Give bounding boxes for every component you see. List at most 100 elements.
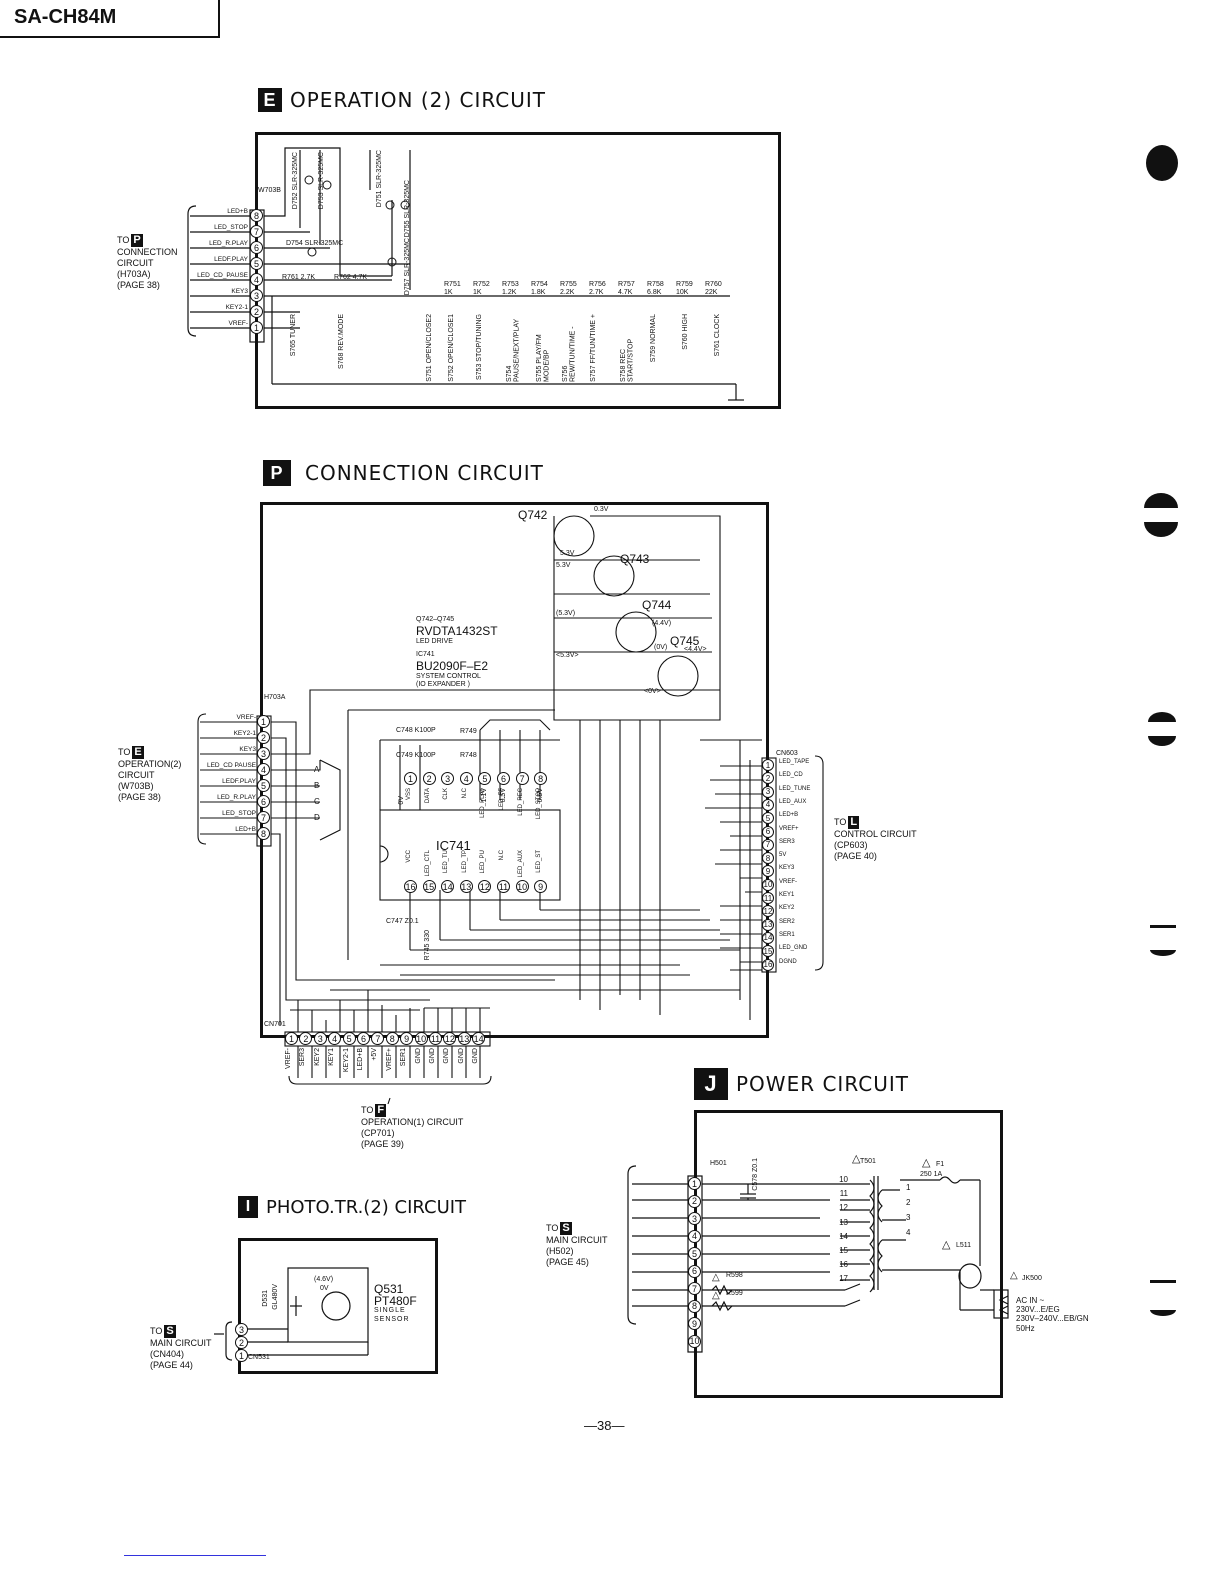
conn-transistor-label: Q744 [642,598,672,612]
resistor-label: R756 2.7K [589,281,606,296]
signal-label: D [314,813,320,822]
conn-left-ref-line: OPERATION(2) [118,759,182,770]
conn-part-line: BU2090F–E2 [416,659,489,674]
signal-label: LEDF.PLAY [222,778,256,785]
connector-pin: 5 [342,1032,356,1045]
conn-left-ref-badge: E [132,746,144,760]
connector-pin: 8 [762,852,774,865]
connector-pin: 10 [762,878,774,891]
header-rule [0,36,220,38]
connector-pin: 1 [250,321,263,334]
conn-right-ref-to: TO [834,817,847,827]
connector-pin: 12 [762,905,774,918]
power-cap: C578 Z0.1 [752,1158,759,1191]
conn-title: P CONNECTION CIRCUIT [263,460,544,486]
photo-voltage: (4.6V) [314,1276,334,1283]
ic-pin: 5 [478,772,492,785]
connector-pin: 5 [762,812,774,825]
connector-pin: 10 [414,1032,428,1045]
ic-pin: 8 [534,772,548,785]
resistor-label: R753 1.2K [502,281,519,296]
power-badge: J [694,1068,728,1100]
conn-right-ref-badge: L [848,816,860,830]
connector-pin: 6 [762,825,774,838]
connector-pin: 4 [762,798,774,811]
conn-bottom-ref-line: OPERATION(1) CIRCUIT [361,1117,464,1128]
connector-pin: 1 [285,1032,298,1045]
connector-pin: 3 [313,1032,327,1045]
conn-bottom-ref-line: (PAGE 39) [361,1138,404,1149]
photo-badge: I [238,1196,258,1218]
connector-pin: 11 [762,892,774,904]
signal-label: 13 [839,1217,848,1227]
connector-pin: 5 [688,1247,701,1260]
connector-pin: 9 [400,1032,414,1045]
ic-pin: 16 [404,880,417,893]
op2-title: E OPERATION (2) CIRCUIT [258,88,546,112]
op2-badge: E [258,88,282,112]
op2-title-text: OPERATION (2) CIRCUIT [290,88,546,112]
signal-label: KEY2-1 [233,730,256,737]
signal-label: LED+B [227,208,248,215]
power-ref-line: MAIN CIRCUIT [546,1235,608,1246]
photo-board [238,1238,438,1374]
connector-pin: 7 [762,838,774,851]
conn-bottom-ref-to: TO [361,1105,374,1115]
op2-resistor: R762 4.7K [334,274,368,281]
signal-label: SER2 [779,918,795,925]
conn-transistor-label: Q743 [620,552,650,566]
conn-left-connector-label: H703A [264,694,286,701]
connector-pin: 8 [257,827,270,840]
connector-pin: 6 [357,1032,370,1045]
signal-label: LED+B [779,812,799,819]
signal-label: KEY3 [231,288,248,295]
ic-pin: 12 [478,880,492,893]
connector-pin: 14 [762,931,774,944]
conn-voltage: (0V) [654,644,668,651]
signal-label: B [314,781,320,790]
photo-title: I PHOTO.TR.(2) CIRCUIT [238,1196,466,1218]
ic-pin: 3 [441,772,455,785]
conn-cap: C748 K100P [396,727,436,734]
conn-voltage: <4.4V> [684,646,707,653]
signal-label: 12 [839,1203,848,1213]
ic-pin: 1 [404,772,417,785]
connector-pin: 5 [250,257,263,270]
signal-label: KEY2-1 [225,304,248,311]
ic-pin: 10 [515,880,529,893]
resistor-label: R760 22K [705,281,722,296]
resistor-label: R752 1K [473,281,490,296]
signal-label: LED_AUX [779,798,807,805]
signal-label: 15 [839,1246,848,1255]
ic-pin: 6 [497,772,510,785]
conn-part-line: LED DRIVE [416,637,453,645]
conn-right-ref-line: (CP603) [834,839,868,850]
power-ac-line: AC IN ~ [1016,1296,1045,1305]
signal-label: 14 [839,1231,848,1241]
warning-icon: △ [942,1239,951,1251]
warning-icon: △ [852,1153,861,1165]
photo-transistor-label: Q531 [374,1282,404,1296]
signal-label: LED+B [235,826,256,833]
signal-label: 5V [779,852,787,859]
signal-label: 17 [839,1274,848,1284]
connector-pin: 16 [762,958,774,971]
op2-ref-line: (PAGE 38) [117,279,160,290]
signal-label: KEY3 [779,865,795,872]
conn-right-ref-line: (PAGE 40) [834,850,877,861]
connector-pin: 8 [688,1299,701,1313]
op2-connector-label: W703B [258,187,281,194]
resistor-label: R751 1K [444,281,461,296]
photo-voltage: 0V [320,1285,329,1292]
power-fuse: F1 [936,1161,945,1168]
conn-voltage: (4.4V) [652,620,672,627]
page-number: —38— [584,1418,625,1433]
photo-title-text: PHOTO.TR.(2) CIRCUIT [266,1196,467,1218]
signal-label: KEY1 [779,892,795,898]
power-jack: JK500 [1022,1275,1042,1282]
